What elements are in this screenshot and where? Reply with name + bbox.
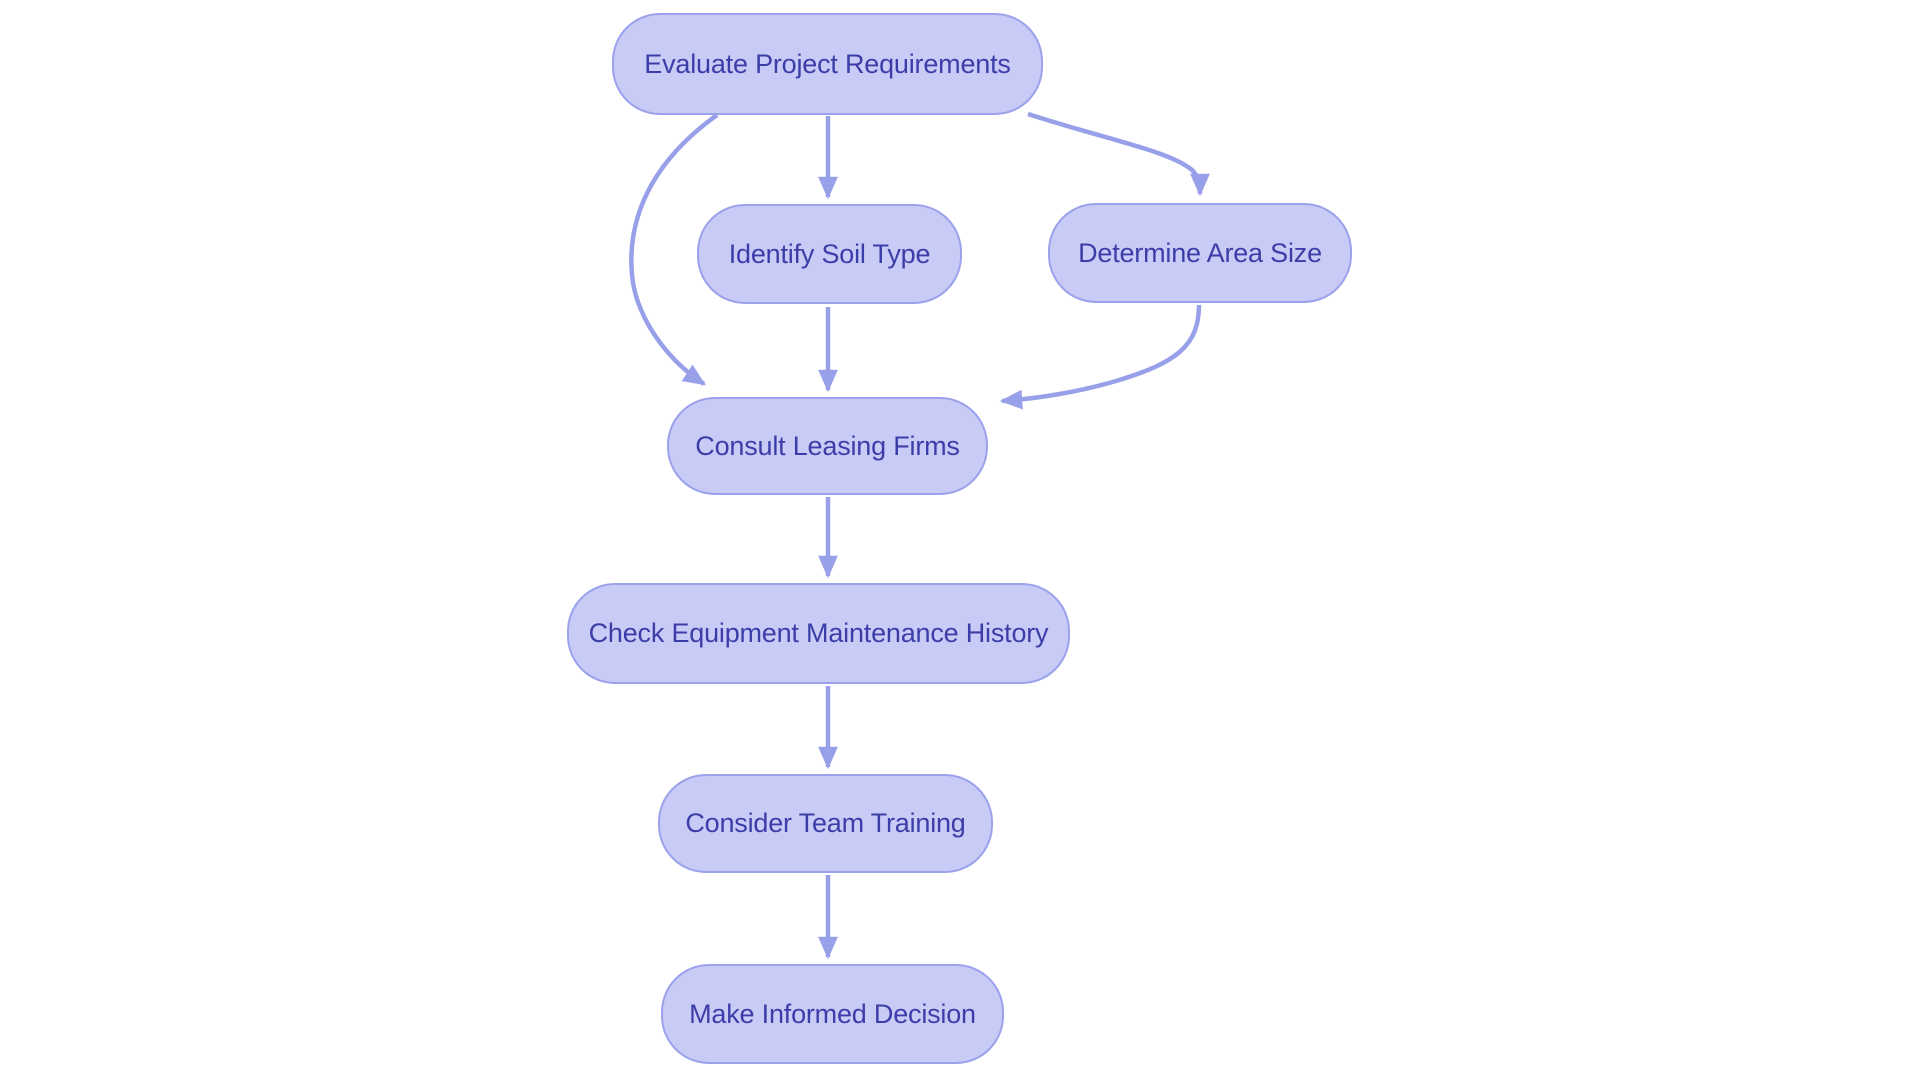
- edge-evaluate-to-consult-leasing-firms: [629, 113, 719, 386]
- edge-evaluate-to-determine-area-size: [1027, 111, 1210, 197]
- node-label: Determine Area Size: [1078, 237, 1322, 268]
- node-check-equipment-maintenance-history: Check Equipment Maintenance History: [567, 583, 1070, 684]
- node-label: Evaluate Project Requirements: [644, 48, 1011, 79]
- node-evaluate-project-requirements: Evaluate Project Requirements: [612, 13, 1043, 115]
- node-identify-soil-type: Identify Soil Type: [697, 204, 962, 304]
- node-label: Consider Team Training: [685, 808, 966, 838]
- node-consider-team-training: Consider Team Training: [658, 774, 993, 873]
- node-label: Consult Leasing Firms: [695, 430, 960, 461]
- edge-determine-area-size-to-consult-leasing-firms: [999, 304, 1202, 410]
- node-make-informed-decision: Make Informed Decision: [661, 964, 1004, 1064]
- node-consult-leasing-firms: Consult Leasing Firms: [667, 397, 988, 495]
- node-label: Identify Soil Type: [728, 238, 931, 269]
- node-label: Make Informed Decision: [689, 998, 976, 1029]
- node-determine-area-size: Determine Area Size: [1048, 203, 1352, 303]
- node-label: Check Equipment Maintenance History: [588, 618, 1049, 648]
